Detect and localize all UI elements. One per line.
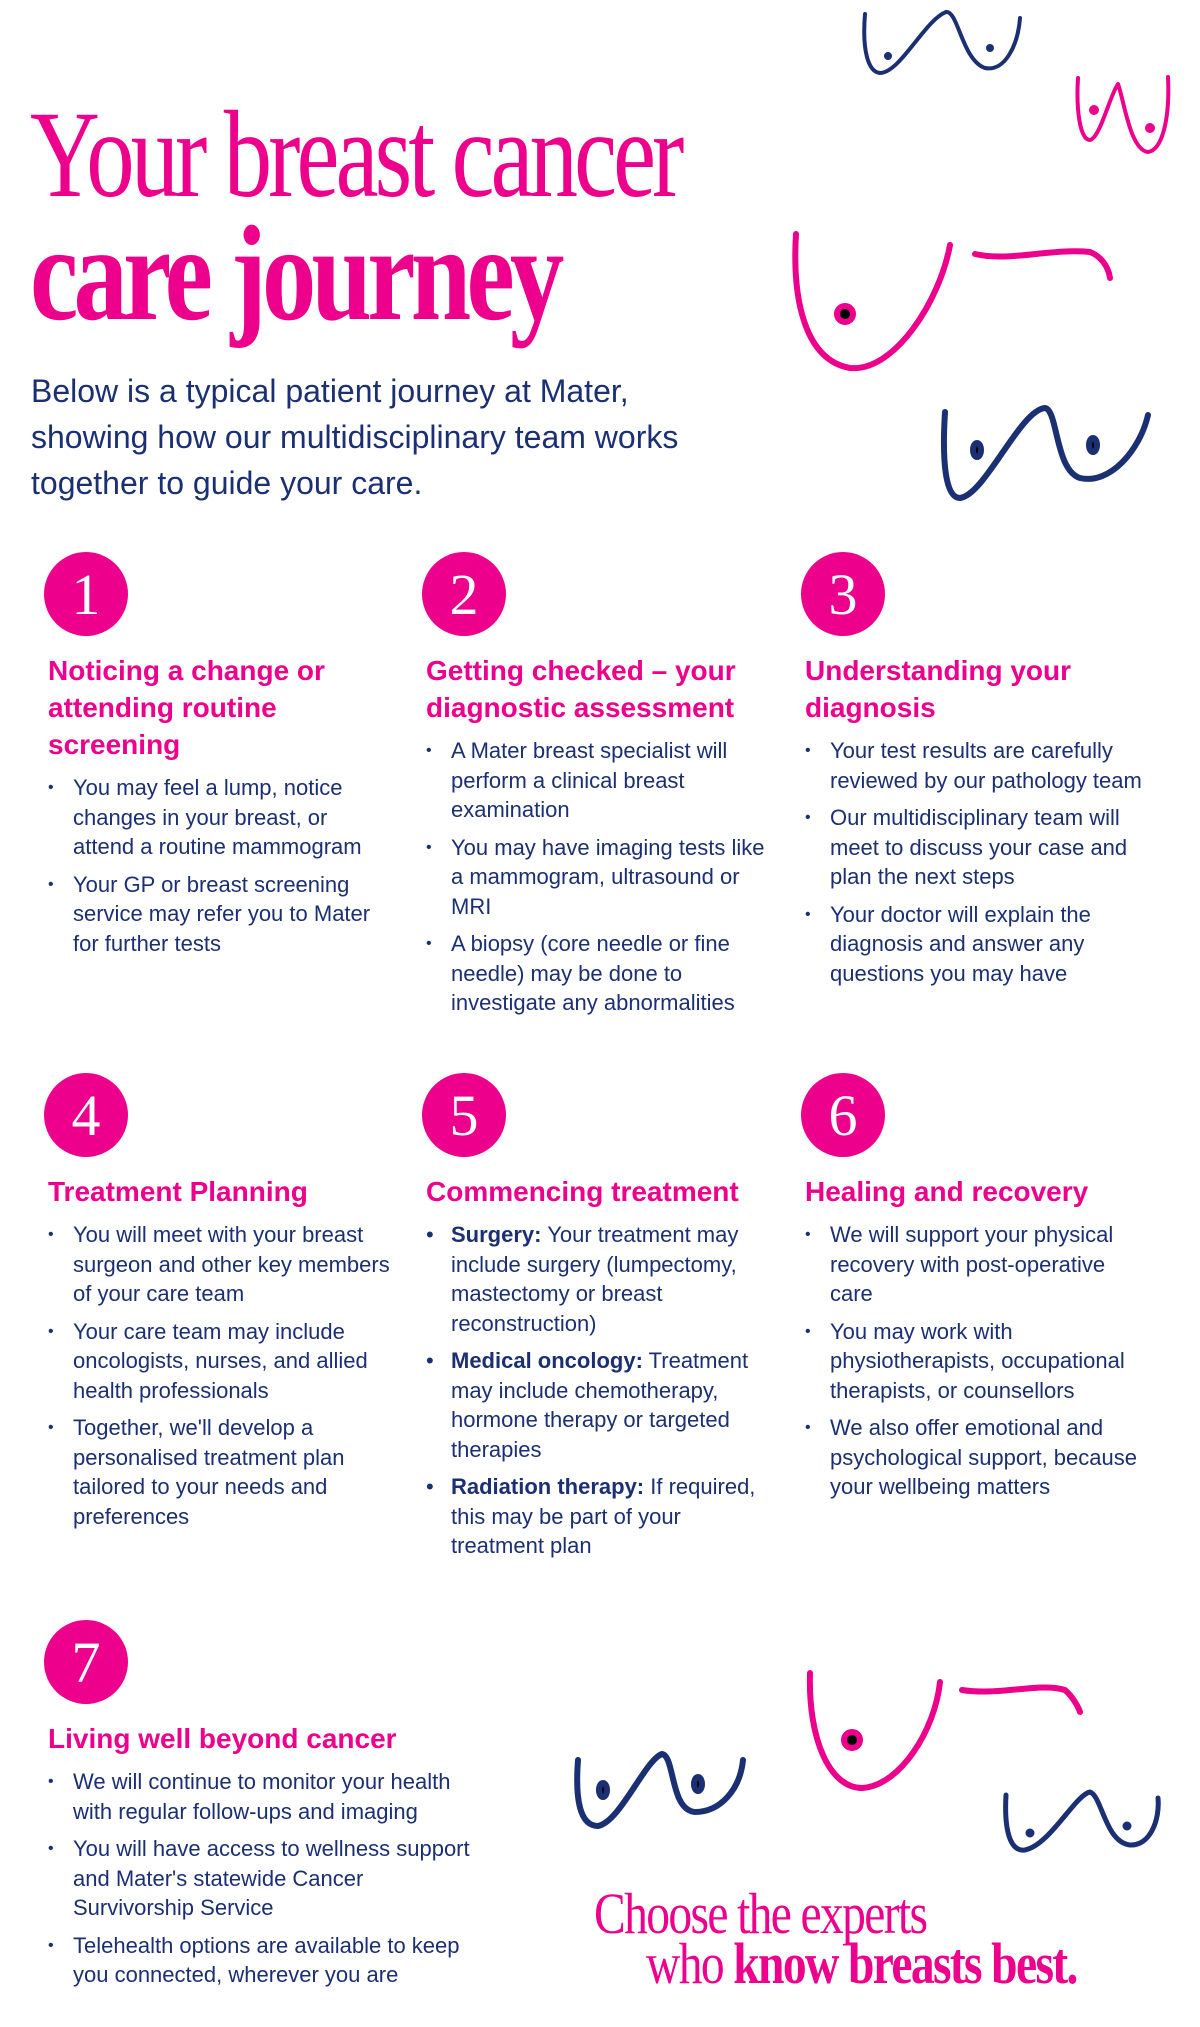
step-number-badge: 1	[44, 552, 128, 636]
step-bullet: Medical oncology: Treatment may include …	[426, 1346, 771, 1464]
step-bullet-list: We will continue to monitor your health …	[48, 1767, 488, 1990]
step-bullet-list: You will meet with your breast surgeon a…	[48, 1220, 393, 1531]
step-bullet: You will have access to wellness support…	[48, 1834, 488, 1923]
page-title-line1: Your breast cancer	[30, 86, 684, 223]
step-bullet: Together, we'll develop a personalised t…	[48, 1413, 393, 1531]
step-bullet-list: You may feel a lump, notice changes in y…	[48, 773, 393, 958]
step-number-badge: 5	[422, 1073, 506, 1157]
step-number-badge: 7	[44, 1620, 128, 1704]
step-bullet: Our multidisciplinary team will meet to …	[805, 803, 1150, 892]
step-bullet: We will continue to monitor your health …	[48, 1767, 488, 1826]
step-bullet: You may have imaging tests like a mammog…	[426, 833, 771, 922]
step-bullet-list: We will support your physical recovery w…	[805, 1220, 1150, 1502]
step-title: Getting checked – your diagnostic assess…	[426, 655, 736, 723]
step-bullet: You will meet with your breast surgeon a…	[48, 1220, 393, 1309]
step-bullet-list: Your test results are carefully reviewed…	[805, 736, 1150, 988]
tagline-regular: who	[646, 1931, 734, 1996]
bullet-bold-label: Surgery:	[451, 1222, 542, 1247]
intro-text: Below is a typical patient journey at Ma…	[31, 373, 679, 501]
step-bullet: A Mater breast specialist will perform a…	[426, 736, 771, 825]
step-number-badge: 2	[422, 552, 506, 636]
step-number-badge: 3	[801, 552, 885, 636]
step-title: Treatment Planning	[48, 1176, 308, 1207]
doodle-bottom-navy-left-icon	[574, 1751, 746, 1829]
bullet-bold-label: Medical oncology:	[451, 1348, 643, 1373]
step-bullet: A biopsy (core needle or fine needle) ma…	[426, 929, 771, 1018]
bullet-bold-label: Radiation therapy:	[451, 1474, 645, 1499]
step-title: Understanding your diagnosis	[805, 655, 1072, 723]
doodle-bottom-pink-icon	[806, 1670, 1083, 1791]
step-title: Commencing treatment	[426, 1176, 739, 1207]
tagline-line1: Choose the experts	[594, 1881, 928, 1946]
step-title: Noticing a change or attending routine s…	[48, 655, 325, 760]
step-bullet: Your care team may include oncologists, …	[48, 1317, 393, 1406]
step-bullet: You may work with physiotherapists, occu…	[805, 1317, 1150, 1406]
doodle-large-pink-icon	[792, 231, 1113, 372]
step-bullet: Surgery: Your treatment may include surg…	[426, 1220, 771, 1338]
tagline-line2: who know breasts best.	[646, 1930, 1078, 1997]
step-bullet: You may feel a lump, notice changes in y…	[48, 773, 393, 862]
step-title: Healing and recovery	[805, 1176, 1089, 1207]
step-title: Living well beyond cancer	[48, 1723, 397, 1754]
step-bullet: We also offer emotional and psychologica…	[805, 1413, 1150, 1502]
doodle-middle-navy-icon	[940, 405, 1151, 501]
step-bullet-list: A Mater breast specialist will perform a…	[426, 736, 771, 1018]
bullet-text: If required, this may be part of your tr…	[451, 1474, 756, 1558]
step-bullet: Your test results are carefully reviewed…	[805, 736, 1150, 795]
step-bullet: Radiation therapy: If required, this may…	[426, 1472, 771, 1561]
tagline-bold: know breasts best.	[733, 1931, 1078, 1996]
bullet-text: Your treatment may include surgery (lump…	[451, 1222, 739, 1336]
doodle-top-navy-icon	[862, 10, 1022, 75]
doodle-bottom-navy-right-icon	[1003, 1789, 1161, 1853]
step-bullet: Your GP or breast screening service may …	[48, 870, 393, 959]
step-bullet-list: Surgery: Your treatment may include surg…	[426, 1220, 771, 1561]
step-bullet: Your doctor will explain the diagnosis a…	[805, 900, 1150, 989]
step-bullet: Telehealth options are available to keep…	[48, 1931, 488, 1990]
page-title-line2: care journey	[30, 199, 564, 349]
step-number-badge: 4	[44, 1073, 128, 1157]
bullet-text: Treatment may include chemotherapy, horm…	[451, 1348, 749, 1462]
step-bullet: We will support your physical recovery w…	[805, 1220, 1150, 1309]
step-number-badge: 6	[801, 1073, 885, 1157]
doodle-top-pink-icon	[1075, 75, 1171, 154]
